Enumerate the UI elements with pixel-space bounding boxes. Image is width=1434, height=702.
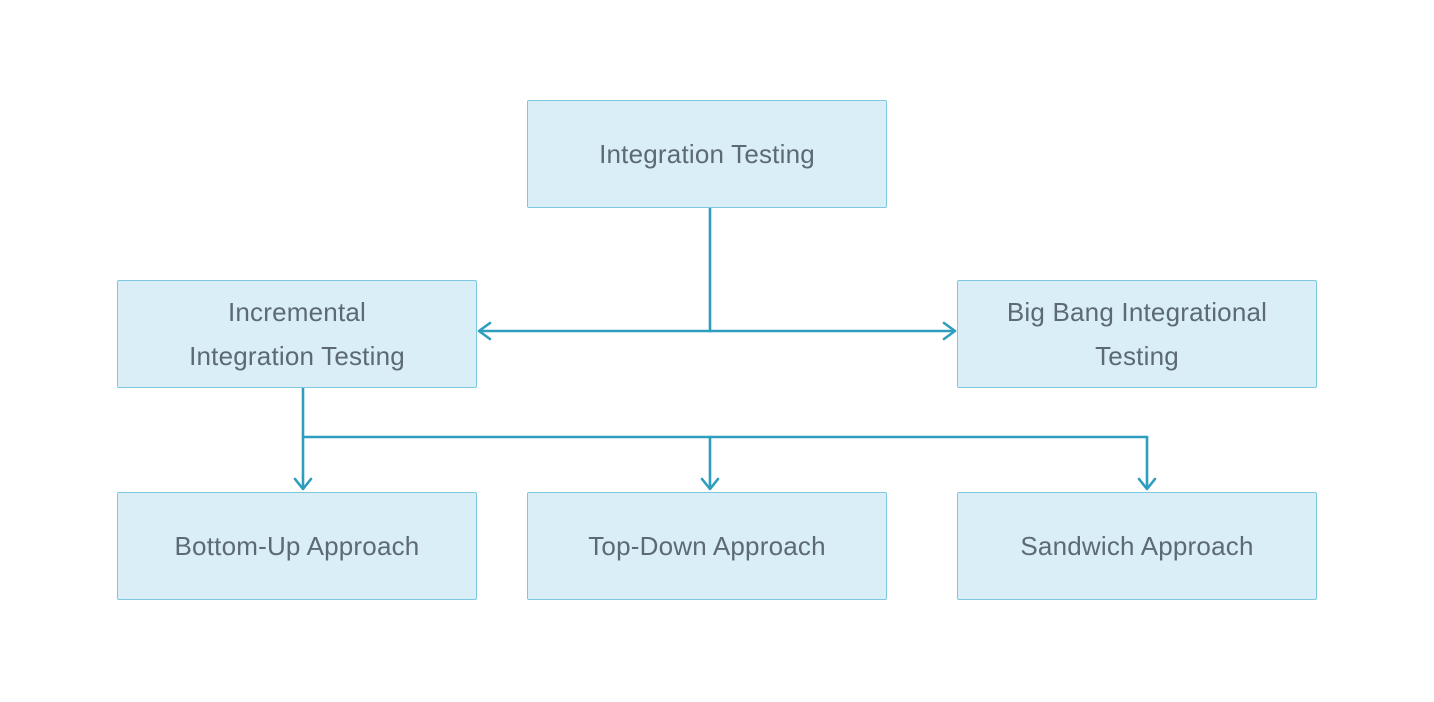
edge-integration-to-incremental [477, 321, 712, 341]
node-integration-testing: Integration Testing [527, 100, 887, 208]
node-label: Integration Testing [599, 139, 815, 169]
edge-incremental-to-top-down [700, 435, 720, 491]
node-label: Bottom-Up Approach [174, 531, 420, 561]
node-sandwich-approach: Sandwich Approach [957, 492, 1317, 600]
arrowhead-left-icon [477, 321, 492, 341]
edge-incremental-to-bottom-up [293, 386, 313, 491]
arrowhead-right-icon [942, 321, 957, 341]
node-bottom-up-approach: Bottom-Up Approach [117, 492, 477, 600]
edge-integration-to-bigbang [708, 321, 957, 341]
arrowhead-down-icon [1137, 477, 1157, 491]
arrowhead-down-icon [293, 477, 313, 491]
node-top-down-approach: Top-Down Approach [527, 492, 887, 600]
edge-incremental-to-sandwich [1137, 435, 1157, 491]
arrowhead-down-icon [700, 477, 720, 491]
node-label: Top-Down Approach [588, 531, 826, 561]
node-label-line2: Testing [1095, 341, 1179, 371]
node-big-bang-integrational-testing: Big Bang Integrational Testing [957, 280, 1317, 388]
node-incremental-integration-testing: Incremental Integration Testing [117, 280, 477, 388]
node-label-line1: Big Bang Integrational [1006, 297, 1268, 327]
node-label-line1: Incremental [227, 297, 367, 327]
node-label-line2: Integration Testing [189, 341, 405, 371]
node-label: Sandwich Approach [1020, 531, 1254, 561]
